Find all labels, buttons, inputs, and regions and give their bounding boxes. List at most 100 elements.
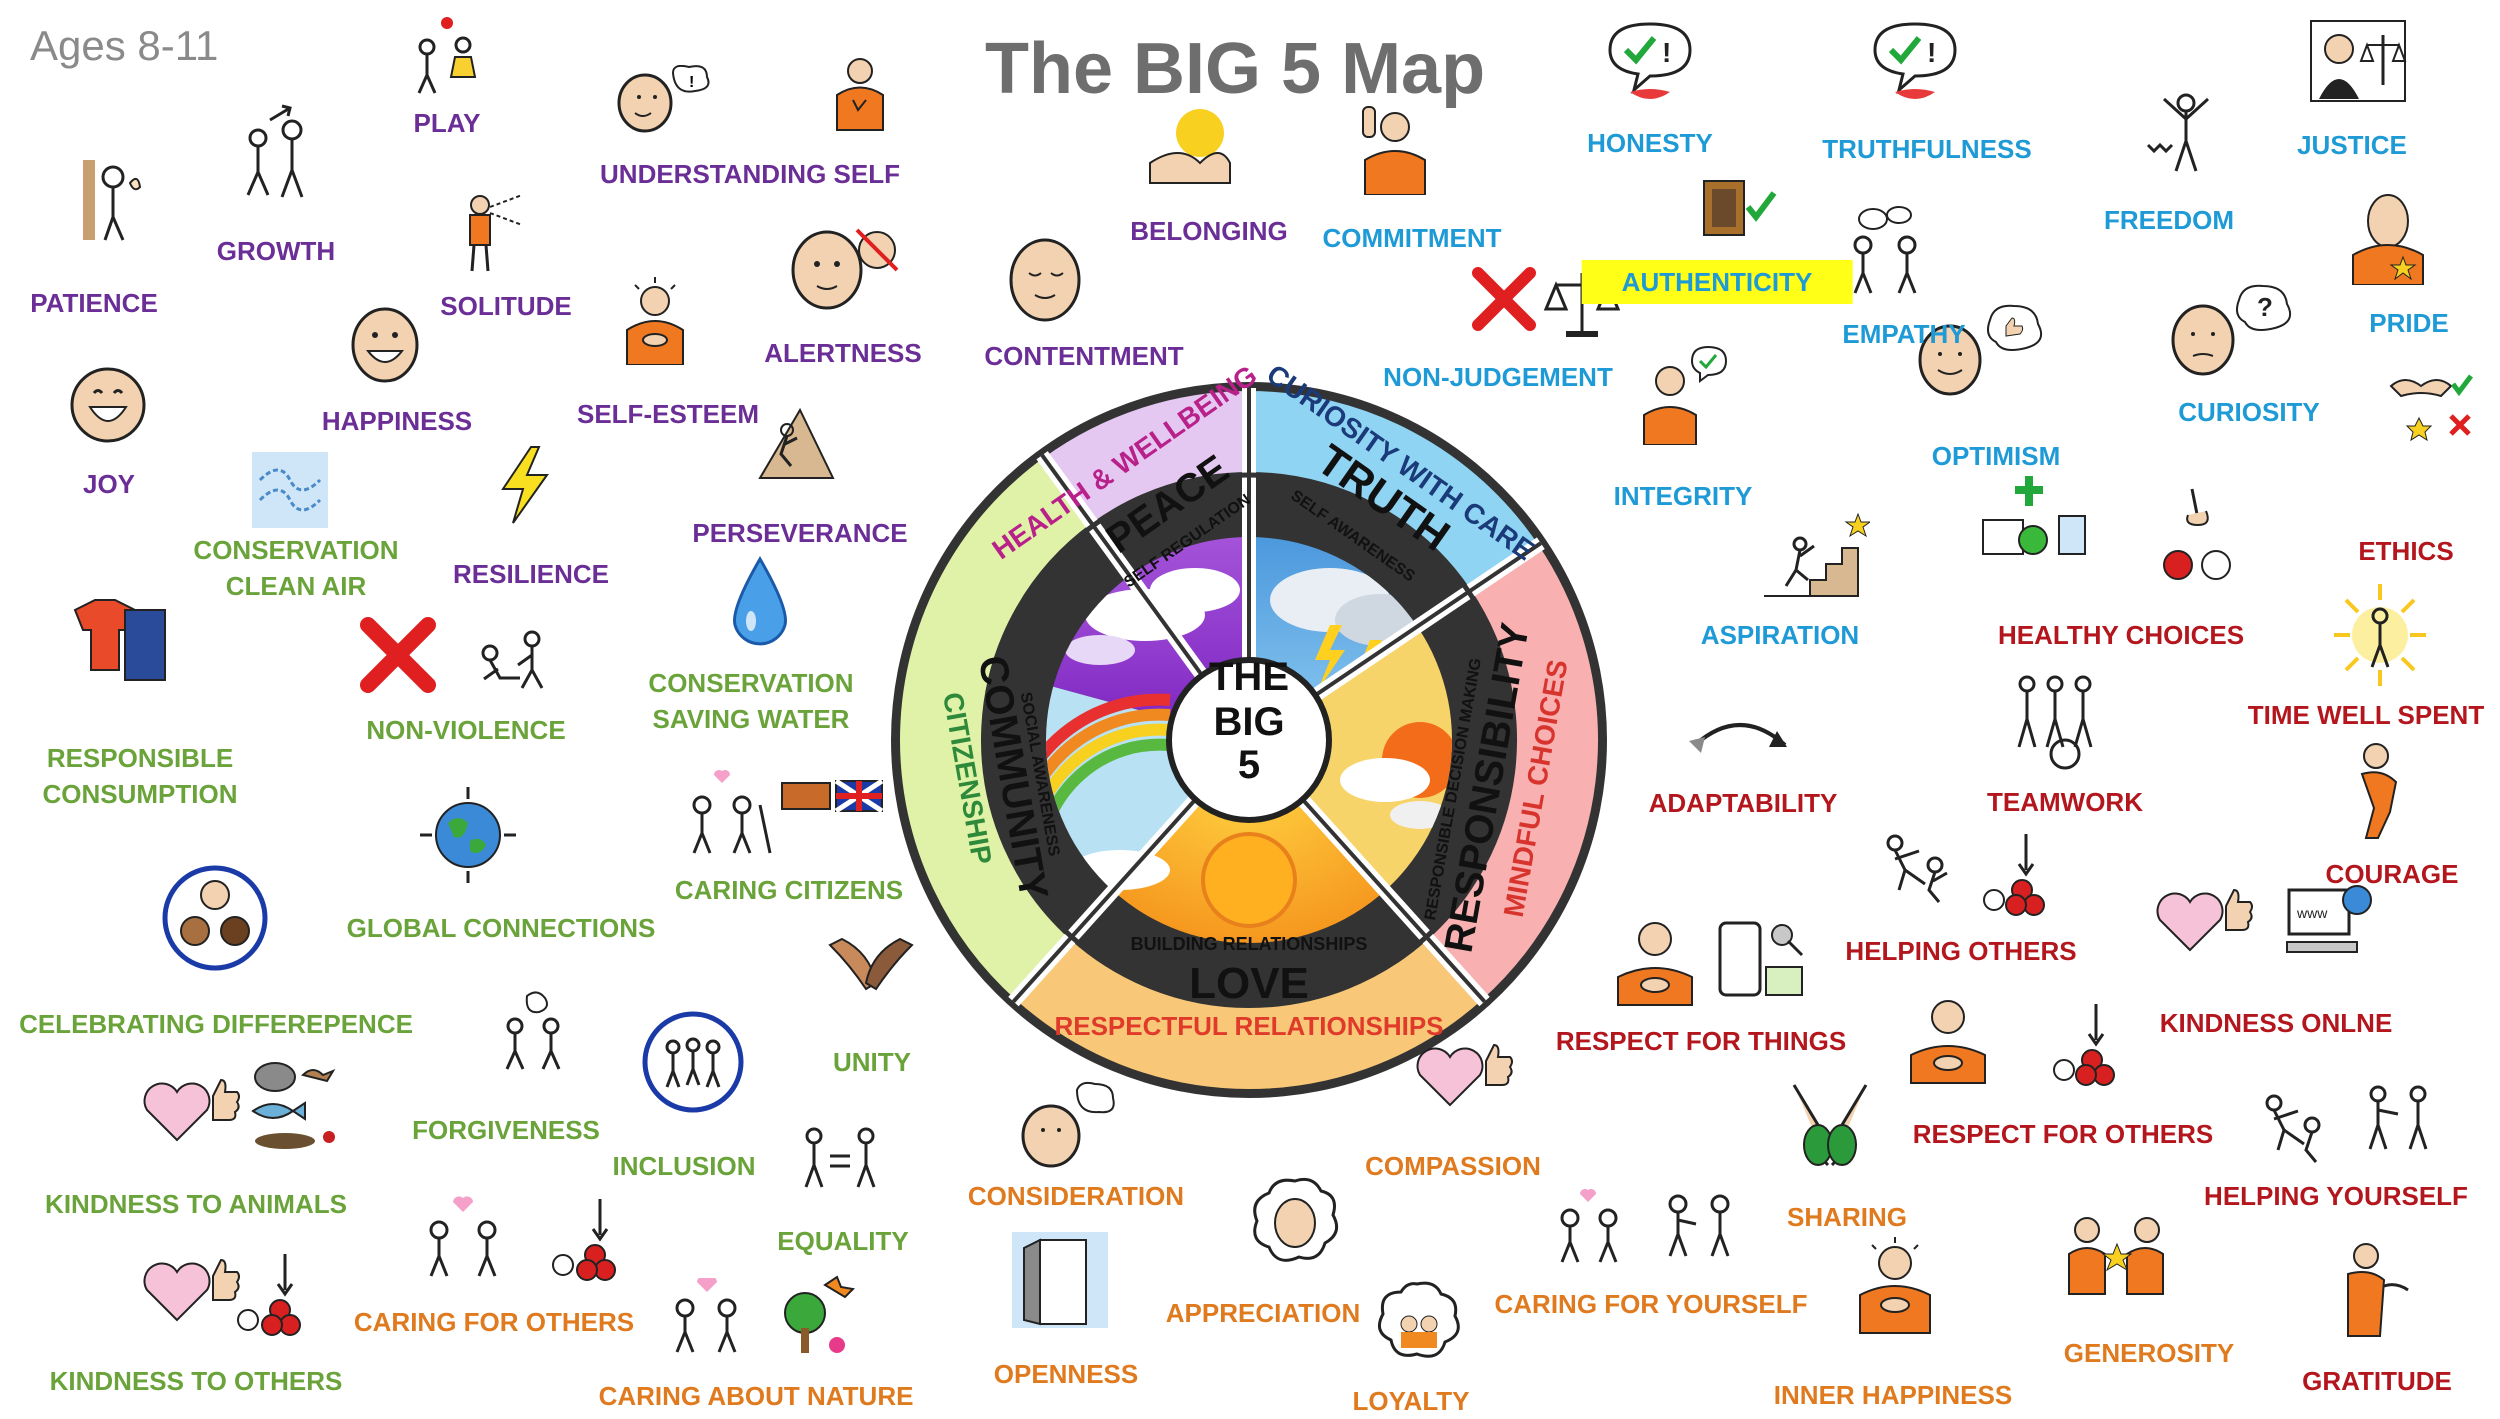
inner-happiness-icon [1859, 1237, 1931, 1334]
belonging-icon [1149, 109, 1231, 184]
kindness-online-heart-icon [2156, 888, 2253, 952]
kindness-dots-icon [237, 1254, 301, 1336]
respect-for-others-person-icon [1910, 1000, 1986, 1084]
caring-citizens-icon [692, 770, 772, 854]
adaptability-icon [1689, 723, 1787, 753]
value-courage: COURAGE [2325, 859, 2459, 889]
citizens-flag-icon [781, 778, 884, 814]
love-label: LOVE [1189, 959, 1309, 1008]
page-title: The BIG 5 Map [985, 29, 1486, 109]
unity-icon [828, 937, 914, 991]
value-inclusion: INCLUSION [612, 1151, 756, 1181]
gratitude-icon [2347, 1243, 2409, 1337]
respect-for-things-phone-icon [1718, 921, 1804, 997]
caring-nature-people-icon [675, 1278, 737, 1353]
patience-icon [83, 160, 142, 241]
value-happiness: HAPPINESS [321, 406, 473, 436]
value-joy: JOY [82, 469, 136, 499]
curiosity-icon: ? [2171, 284, 2291, 376]
value-gratitude: GRATITUDE [2302, 1366, 2452, 1396]
value-perseverance: PERSEVERANCE [692, 518, 908, 548]
happiness-icon [351, 307, 419, 383]
perseverance-icon [758, 407, 835, 479]
value-compassion: COMPASSION [1365, 1151, 1541, 1181]
value-equality: EQUALITY [777, 1226, 909, 1256]
svg-text:!: ! [689, 74, 694, 91]
global-connections-icon [420, 787, 516, 883]
caring-for-yourself-pair-icon [1560, 1189, 1618, 1263]
water-drop-icon [733, 556, 787, 646]
value-caring-about-nature: CARING ABOUT NATURE [598, 1381, 914, 1411]
helping-others-icon [1886, 834, 1948, 903]
optimism-icon [1918, 304, 2042, 396]
pride-icon [2352, 194, 2424, 285]
caring-for-others-icon [429, 1196, 497, 1277]
value-curiosity: CURIOSITY [2178, 397, 2320, 427]
caring-for-yourself-icon [1668, 1194, 1730, 1257]
value-unity: UNITY [833, 1047, 911, 1077]
value-pride: PRIDE [2369, 308, 2449, 338]
hub-line-3: 5 [1238, 743, 1260, 787]
justice-icon [2310, 20, 2407, 102]
consideration-icon [1021, 1081, 1115, 1168]
nature-tree-icon [784, 1275, 855, 1353]
value-truthfulness: TRUTHFULNESS [1822, 134, 2032, 164]
value-conservation-saving-water-2: SAVING WATER [652, 704, 850, 734]
teamwork-icon [2017, 675, 2093, 770]
value-helping-others: HELPING OTHERS [1845, 936, 2077, 966]
helping-arrow-dots-icon [552, 1199, 616, 1281]
appreciation-icon [1253, 1177, 1339, 1262]
value-openness: OPENNESS [993, 1359, 1139, 1389]
value-non-judgement: NON-JUDGEMENT [1383, 362, 1613, 392]
svg-text:?: ? [2257, 292, 2273, 322]
value-conservation-clean-air-1: CONSERVATION [193, 535, 399, 565]
animals-icon [251, 1062, 336, 1149]
value-forgiveness: FORGIVENESS [412, 1115, 600, 1145]
inclusion-icon [642, 1011, 744, 1113]
value-healthy-choices: HEALTHY CHOICES [1997, 620, 2245, 650]
value-patience: PATIENCE [30, 288, 158, 318]
value-authenticity: AUTHENTICITY [1581, 260, 1853, 304]
value-resilience: RESILIENCE [452, 559, 610, 589]
responsible-consumption-icon [73, 599, 166, 681]
generosity-icon [2068, 1217, 2164, 1295]
value-kindness-online: KINDNESS ONLNE [2159, 1008, 2393, 1038]
value-contentment: CONTENTMENT [984, 341, 1184, 371]
value-adaptability: ADAPTABILITY [1648, 788, 1838, 818]
value-alertness: ALERTNESS [764, 338, 922, 368]
love-inner-label: BUILDING RELATIONSHIPS [1131, 934, 1368, 954]
value-freedom: FREEDOM [2104, 205, 2234, 235]
value-respect-for-others: RESPECT FOR OTHERS [1912, 1119, 2214, 1149]
value-responsible-consumption-1: RESPONSIBLE [46, 743, 234, 773]
value-appreciation: APPRECIATION [1165, 1298, 1361, 1328]
value-celebrating-difference: CELEBRATING DIFFEREРENCE [19, 1009, 413, 1039]
value-time-well-spent: TIME WELL SPENT [2247, 700, 2485, 730]
value-justice: JUSTICE [2297, 130, 2407, 160]
value-aspiration: ASPIRATION [1700, 620, 1860, 650]
value-caring-citizens: CARING CITIZENS [674, 875, 904, 905]
authenticity-icon [1703, 180, 1777, 236]
value-inner-happiness: INNER HAPPINESS [1773, 1380, 2013, 1410]
value-kindness-to-others: KINDNESS TO OTHERS [49, 1366, 343, 1396]
hub-line-2: BIG [1213, 700, 1284, 744]
compassion-icon [1416, 1043, 1513, 1107]
wheel-inner-ring [981, 472, 1517, 1008]
value-generosity: GENEROSITY [2063, 1338, 2235, 1368]
truthfulness-icon: ! [1873, 22, 1957, 99]
value-play: PLAY [413, 108, 481, 138]
value-global-connections: GLOBAL CONNECTIONS [346, 913, 656, 943]
play-icon [417, 17, 477, 94]
helping-others-dots-icon [1983, 834, 2045, 916]
cross-icon [360, 617, 436, 693]
love-outer-label: RESPECTFUL RELATIONSHIPS [1054, 1011, 1443, 1041]
value-non-violence: NON-VIOLENCE [366, 715, 566, 745]
value-teamwork: TEAMWORK [1987, 787, 2143, 817]
respect-for-things-person-icon [1617, 922, 1693, 1006]
svg-text:www: www [2296, 905, 2328, 921]
non-violence-icon [481, 630, 544, 689]
helping-yourself-icon-1 [2265, 1094, 2321, 1163]
value-conservation-clean-air-2: CLEAN AIR [225, 571, 367, 601]
value-commitment: COMMITMENT [1322, 223, 1502, 253]
value-empathy: EMPATHY [1842, 319, 1966, 349]
